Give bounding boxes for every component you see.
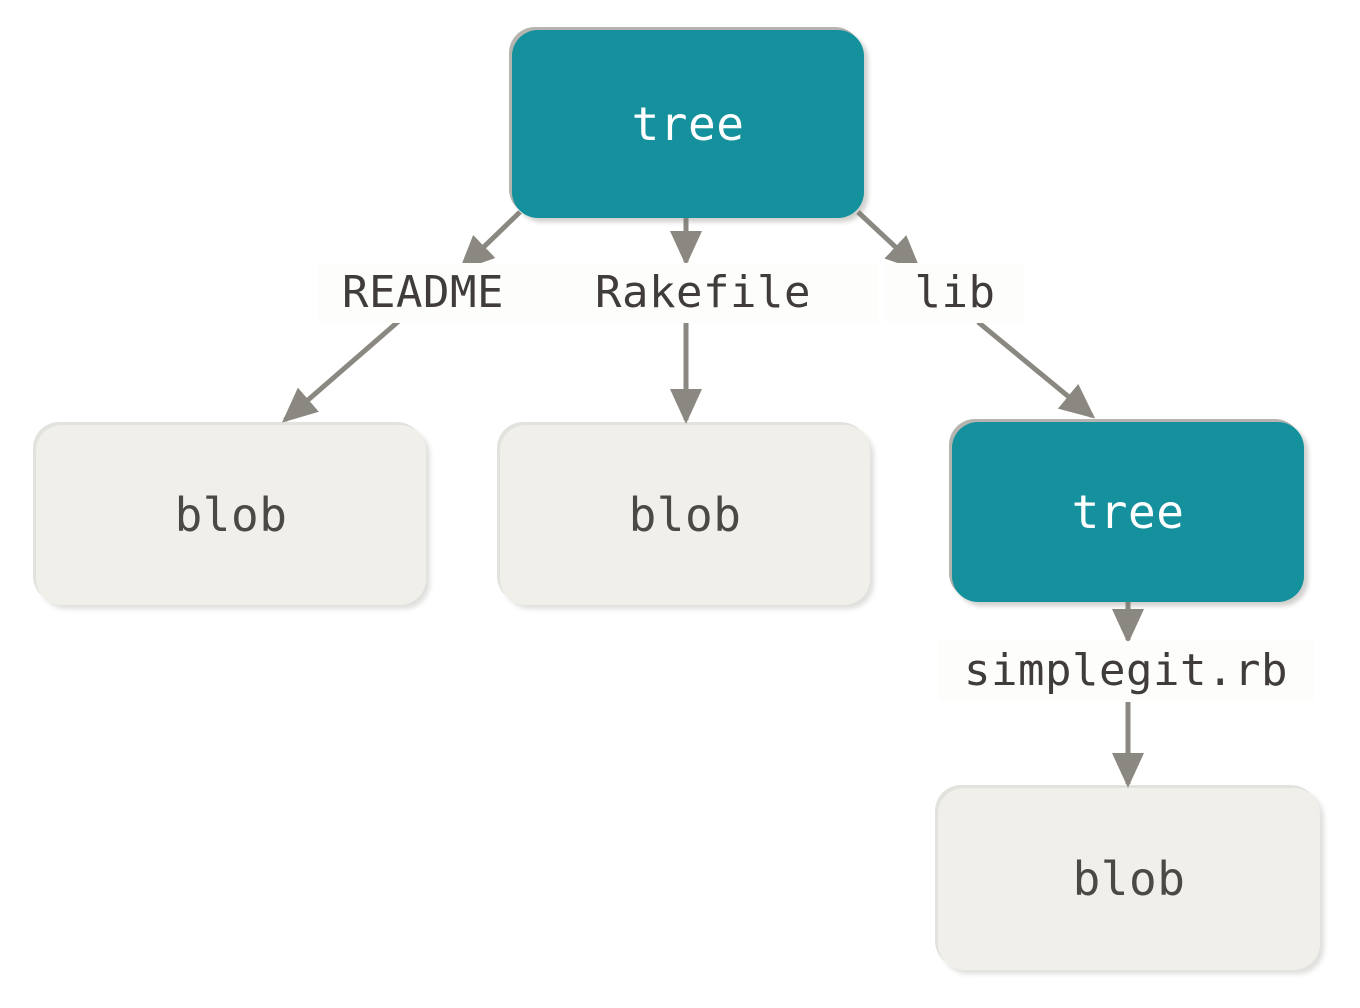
node-blob-rakefile[interactable]: blob [500, 425, 870, 605]
node-label: blob [628, 488, 742, 542]
node-tree-lib[interactable]: tree [952, 422, 1304, 602]
node-blob-readme[interactable]: blob [36, 425, 426, 605]
node-label: tree [631, 97, 745, 151]
node-label: blob [1072, 852, 1186, 906]
edge-label-lib: lib [885, 263, 1025, 323]
edge-label-rakefile: Rakefile [528, 263, 878, 323]
node-label: blob [174, 488, 288, 542]
node-label: tree [1071, 485, 1185, 539]
node-blob-simplegit[interactable]: blob [938, 788, 1320, 970]
edge-label-readme: README [318, 263, 528, 323]
edge-label-simplegit: simplegit.rb [938, 641, 1314, 701]
node-tree-root[interactable]: tree [512, 30, 864, 218]
